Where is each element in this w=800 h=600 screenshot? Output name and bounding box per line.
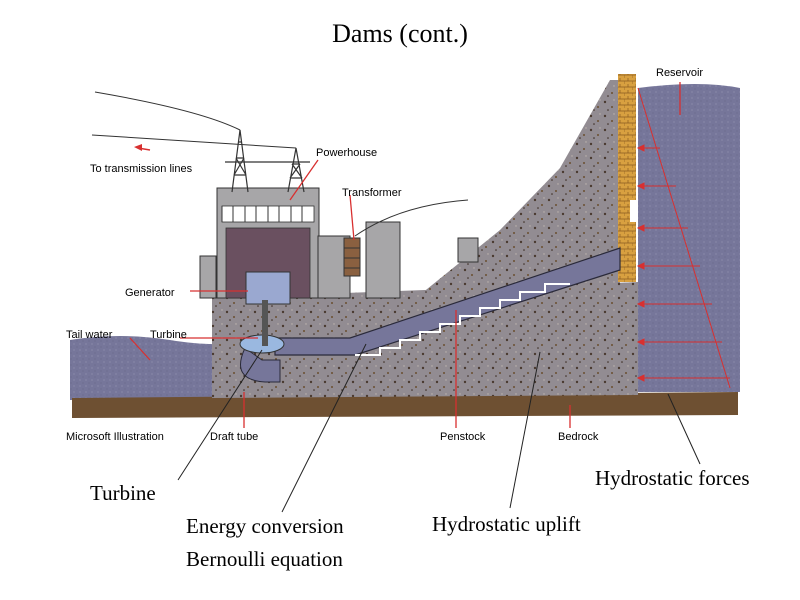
- penstock-steps: [355, 283, 570, 356]
- tail-water: [70, 336, 245, 400]
- hydrostatic-force-arrows: [636, 87, 731, 389]
- transformer: [343, 237, 361, 277]
- label-generator: Generator: [125, 287, 175, 299]
- transmission-lines: [91, 91, 469, 237]
- credit-text: Microsoft Illustration: [66, 431, 164, 443]
- label-powerhouse: Powerhouse: [316, 147, 377, 159]
- label-reservoir: Reservoir: [656, 67, 703, 79]
- bedrock: [72, 392, 738, 418]
- foundation: [212, 282, 638, 398]
- annotation-hydrostatic-forces: Hydrostatic forces: [595, 466, 750, 490]
- dam-body: [416, 80, 620, 298]
- penstock-pipe: [274, 247, 621, 356]
- reservoir-water: [638, 84, 740, 392]
- annotation-energy-conversion: Energy conversion: [186, 514, 344, 538]
- transmission-tower: [225, 129, 310, 193]
- label-tail-water: Tail water: [66, 329, 113, 341]
- label-turbine: Turbine: [150, 329, 187, 341]
- page-title: Dams (cont.): [332, 19, 468, 48]
- annotation-pointers: [177, 343, 701, 513]
- annotation-hydrostatic-uplift: Hydrostatic uplift: [432, 512, 581, 536]
- label-draft-tube: Draft tube: [210, 431, 258, 443]
- label-bedrock: Bedrock: [558, 431, 599, 443]
- generator: [245, 271, 291, 305]
- label-leaders: [129, 82, 681, 428]
- label-transformer: Transformer: [342, 187, 402, 199]
- annotation-bernoulli: Bernoulli equation: [186, 547, 343, 571]
- draft-tube-pipe: [240, 347, 281, 383]
- label-penstock: Penstock: [440, 431, 486, 443]
- annotation-turbine: Turbine: [90, 481, 156, 505]
- dam-upstream-face: [618, 74, 636, 282]
- label-transmission: To transmission lines: [90, 163, 193, 175]
